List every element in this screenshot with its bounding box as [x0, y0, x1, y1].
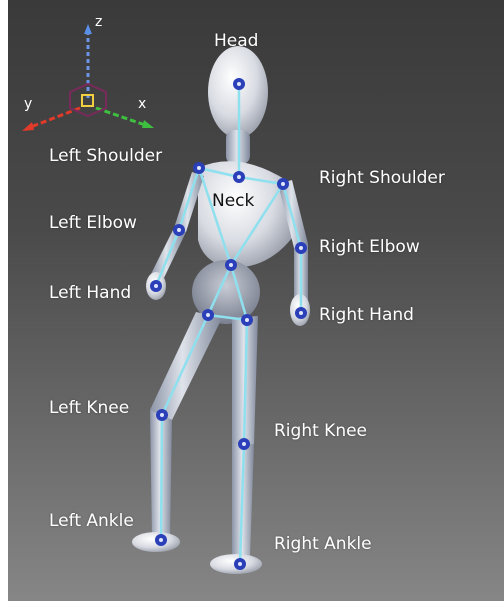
joint-left-knee[interactable] [156, 409, 168, 421]
mannequin-body [132, 46, 310, 574]
joint-left-shoulder[interactable] [193, 162, 205, 174]
joint-left-ankle[interactable] [155, 534, 167, 546]
joint-left-hip[interactable] [202, 309, 214, 321]
joint-left-hand[interactable] [150, 280, 162, 292]
y-axis [28, 108, 80, 128]
mannequin-left-thigh [150, 312, 222, 420]
joint-left-elbow[interactable] [173, 224, 185, 236]
axis-gizmo[interactable] [22, 24, 154, 131]
bone-left-hip-knee [162, 315, 208, 415]
label-right-elbow: Right Elbow [319, 237, 420, 257]
label-left-knee: Left Knee [49, 398, 129, 418]
joint-right-knee[interactable] [238, 438, 250, 450]
y-axis-label: y [24, 96, 32, 112]
joint-right-hip[interactable] [241, 314, 253, 326]
label-left-ankle: Left Ankle [49, 511, 134, 531]
y-axis-arrowhead [22, 122, 34, 131]
label-right-ankle: Right Ankle [274, 534, 372, 554]
label-left-shoulder: Left Shoulder [49, 146, 162, 166]
joint-spine[interactable] [225, 259, 237, 271]
label-right-knee: Right Knee [274, 421, 367, 441]
label-right-hand: Right Hand [319, 305, 414, 325]
joint-right-hand[interactable] [295, 307, 307, 319]
joint-right-shoulder[interactable] [277, 178, 289, 190]
joint-right-elbow[interactable] [295, 242, 307, 254]
x-axis-label: x [138, 96, 146, 112]
joint-head[interactable] [233, 78, 245, 90]
label-right-shoulder: Right Shoulder [319, 168, 445, 188]
label-left-hand: Left Hand [49, 283, 131, 303]
z-axis-label: z [95, 14, 102, 30]
label-left-elbow: Left Elbow [49, 213, 137, 233]
label-head: Head [214, 31, 258, 51]
joint-neck[interactable] [233, 171, 245, 183]
x-axis-arrowhead [142, 120, 154, 128]
z-axis-arrowhead [84, 24, 92, 34]
joint-right-ankle[interactable] [234, 558, 246, 570]
label-neck: Neck [212, 191, 254, 211]
bone-left-knee-ankle [161, 415, 162, 540]
